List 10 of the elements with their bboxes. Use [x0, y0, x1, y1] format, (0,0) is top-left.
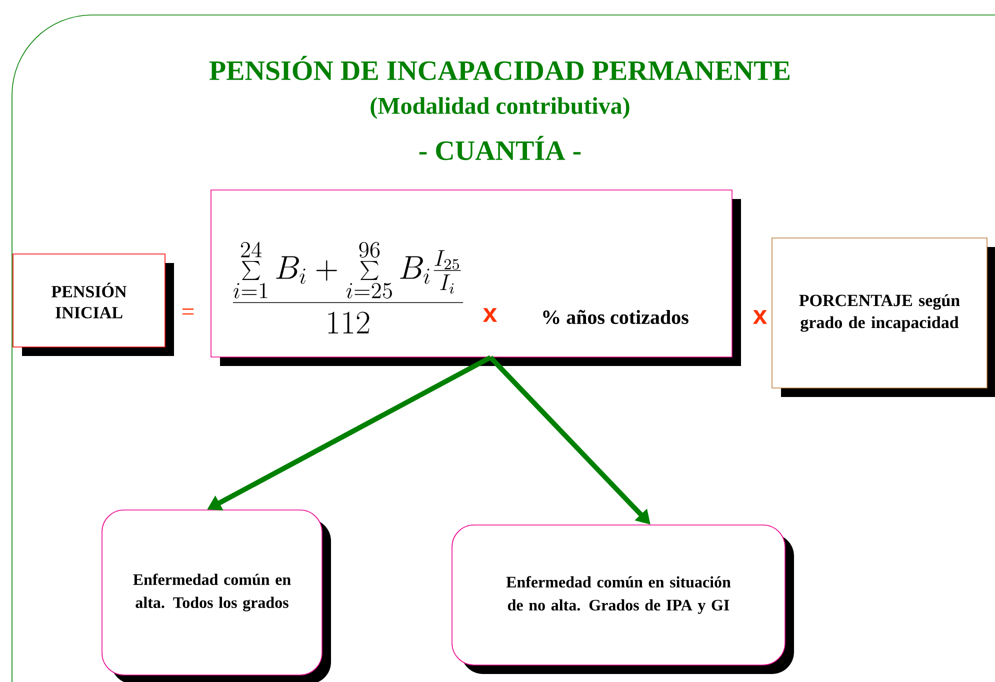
rounded-box: Enfermedad común en situación de no alta. Grados de IPA y GI — [452, 524, 794, 674]
text-box: PENSIÓN INICIAL — [12, 254, 174, 356]
text-box: PORCENTAJE según grado de incapacidad — [772, 238, 995, 397]
rounded-box: Enfermedad común en alta. Todos los grados — [102, 510, 331, 682]
subtitle: - CUANTÍA - — [419, 136, 581, 160]
subtitle: (Modalidad contributiva) — [370, 97, 630, 119]
equals-sign: = — [182, 308, 194, 314]
multiply-sign: x — [752, 310, 768, 324]
title: PENSIÓN DE INCAPACIDAD PERMANENTE — [209, 56, 790, 80]
multiply-sign: x — [482, 308, 498, 322]
